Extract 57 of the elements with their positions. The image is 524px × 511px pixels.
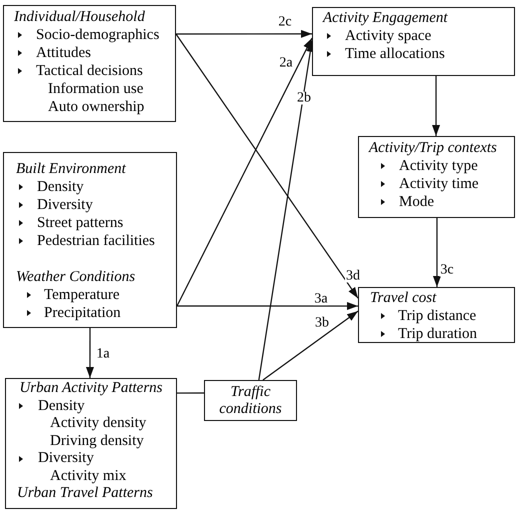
- box-heading: Weather Conditions: [16, 268, 136, 286]
- factor-box: [3, 5, 176, 122]
- list-item: Activity type: [399, 157, 478, 175]
- list-item: Density: [37, 178, 84, 196]
- list-item: Activity time: [399, 175, 479, 193]
- box-heading: Urban Activity Patterns: [19, 380, 163, 398]
- edge-label: 2b: [296, 92, 312, 104]
- list-item: Activity space: [345, 27, 432, 45]
- sub-item: Information use: [48, 80, 144, 98]
- edge-label: 3a: [313, 292, 329, 306]
- edge-label: 2a: [278, 56, 294, 70]
- edge-label: 3c: [439, 264, 455, 276]
- box-heading: Urban Travel Patterns: [17, 485, 154, 502]
- connector-line: [177, 392, 204, 394]
- arrow: [432, 76, 440, 136]
- list-item: Trip distance: [398, 307, 476, 325]
- list-item: Temperature: [44, 286, 120, 304]
- arrow: [176, 38, 313, 306]
- list-item: Attitudes: [36, 44, 91, 62]
- box-label: Traffic conditions: [218, 384, 283, 418]
- arrow: [176, 30, 312, 38]
- list-item: Mode: [399, 193, 434, 211]
- list-item: Trip duration: [398, 325, 478, 343]
- edge-label: 3d: [345, 270, 361, 282]
- arrow: [86, 328, 94, 378]
- list-item: Precipitation: [44, 304, 121, 322]
- list-item: Time allocations: [345, 45, 445, 63]
- list-item: Tactical decisions: [36, 62, 143, 80]
- edge-label: 3b: [314, 316, 330, 330]
- box-heading: Activity/Trip contexts: [369, 139, 498, 157]
- list-item: Pedestrian facilities: [37, 232, 155, 250]
- list-item: Street patterns: [37, 214, 124, 232]
- box-heading: Built Environment: [16, 160, 127, 178]
- box-heading: Travel cost: [370, 289, 438, 307]
- sub-item: Activity mix: [50, 468, 128, 485]
- sub-item: Auto ownership: [48, 98, 146, 116]
- factor-box: [5, 378, 177, 509]
- factor-box: [358, 287, 515, 343]
- factor-box: [312, 7, 515, 76]
- sub-item: Activity density: [50, 415, 148, 432]
- box-heading: Individual/Household: [14, 8, 146, 26]
- arrow: [176, 34, 358, 299]
- list-item: Diversity: [37, 196, 93, 214]
- arrow: [258, 40, 314, 380]
- list-item: Socio-demographics: [36, 26, 160, 44]
- box-heading: Activity Engagement: [323, 9, 449, 27]
- edge-label: 2c: [277, 16, 293, 28]
- arrow: [177, 302, 358, 310]
- arrow: [262, 310, 358, 380]
- sub-item: Driving density: [50, 432, 145, 450]
- arrow: [432, 218, 441, 287]
- edge-label: 1a: [95, 348, 111, 360]
- list-item: Density: [38, 398, 85, 415]
- list-item: Diversity: [38, 450, 94, 468]
- factor-box: [204, 380, 297, 421]
- factor-box: [358, 136, 515, 218]
- factor-box: [3, 152, 177, 328]
